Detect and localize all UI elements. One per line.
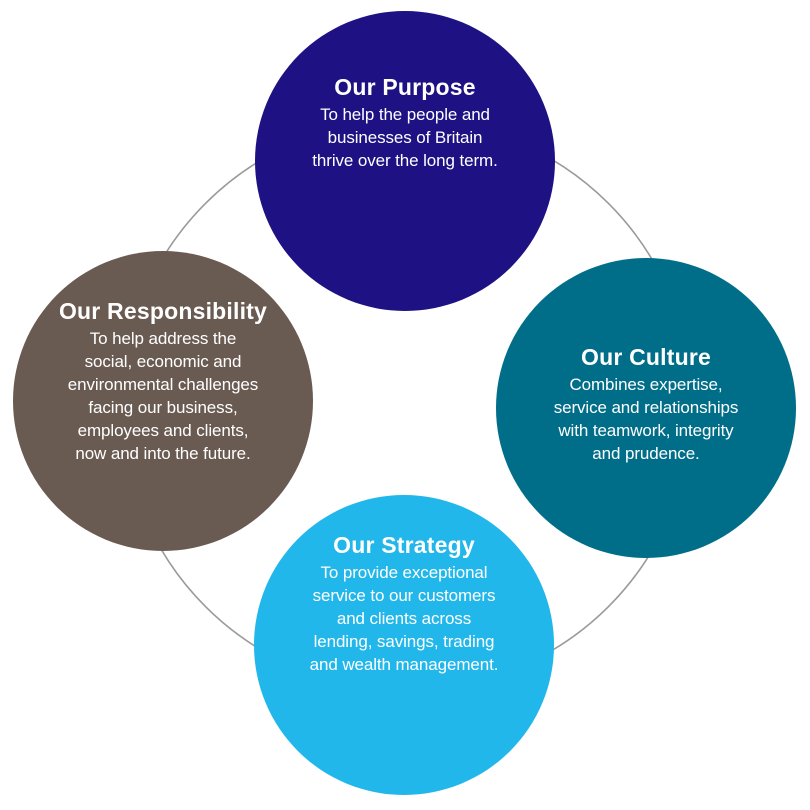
culture-circle: Our Culture Combines expertise, service … bbox=[496, 258, 796, 558]
strategy-title: Our Strategy bbox=[333, 531, 475, 558]
responsibility-circle: Our Responsibility To help address the s… bbox=[13, 251, 313, 551]
purpose-title: Our Purpose bbox=[334, 73, 476, 100]
purpose-text-line: To help the people and bbox=[320, 104, 490, 124]
culture-text: Combines expertise, service and relation… bbox=[554, 373, 739, 465]
culture-text-line: with teamwork, integrity bbox=[558, 421, 734, 440]
responsibility-title: Our Responsibility bbox=[58, 298, 268, 324]
responsibility-text-line: employees and clients, bbox=[77, 421, 249, 440]
purpose-text-line: businesses of Britain bbox=[327, 127, 483, 147]
strategy-text-line: To provide exceptional bbox=[320, 562, 488, 582]
strategy-text: To provide exceptional service to our cu… bbox=[310, 561, 499, 676]
culture-text-line: and prudence. bbox=[592, 444, 700, 463]
culture-text-line: Combines expertise, bbox=[569, 375, 723, 394]
culture-text-line: service and relationships bbox=[553, 398, 739, 417]
strategy-circle: Our Strategy To provide exceptional serv… bbox=[254, 495, 554, 795]
culture-title: Our Culture bbox=[581, 344, 711, 370]
strategy-text-line: service to our customers bbox=[312, 585, 496, 605]
purpose-circle: Our Purpose To help the people and busin… bbox=[255, 11, 555, 311]
responsibility-text-line: To help address the bbox=[89, 329, 237, 348]
responsibility-text-line: now and into the future. bbox=[75, 444, 251, 463]
purpose-text-line: thrive over the long term. bbox=[312, 150, 498, 170]
responsibility-text-line: environmental challenges bbox=[67, 375, 259, 394]
purpose-text: To help the people and businesses of Bri… bbox=[312, 103, 498, 172]
responsibility-text: To help address the social, economic and… bbox=[68, 327, 258, 465]
strategy-text-line: and clients across bbox=[336, 608, 472, 628]
responsibility-text-line: social, economic and bbox=[84, 352, 242, 371]
strategy-text-line: and wealth management. bbox=[309, 654, 499, 674]
responsibility-text-line: facing our business, bbox=[88, 398, 238, 417]
strategy-text-line: lending, savings, trading bbox=[313, 631, 495, 651]
